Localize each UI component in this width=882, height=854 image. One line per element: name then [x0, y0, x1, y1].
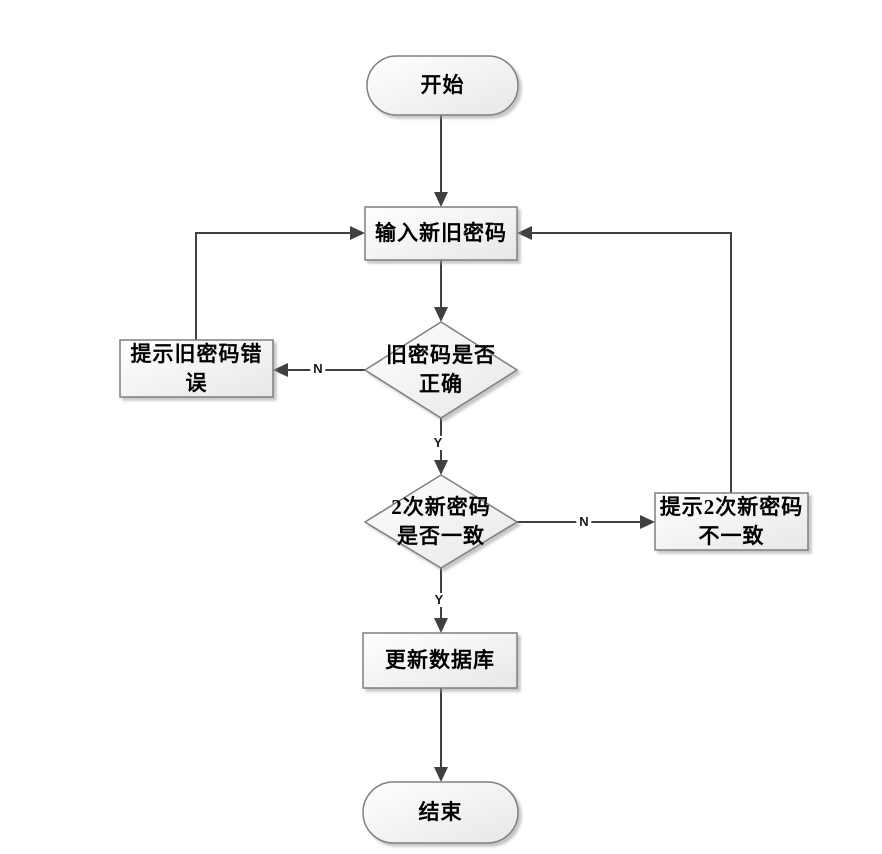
- arrowhead-checkmatch-to-mismatch: [640, 515, 655, 529]
- arrowhead-checkold-to-checkmatch: [434, 460, 448, 475]
- start-terminator-shape: [366, 55, 519, 116]
- arrowhead-start-to-input: [434, 192, 448, 207]
- old-password-error-shape: [119, 339, 274, 398]
- new-password-mismatch-shape: [654, 492, 809, 551]
- arrowhead-checkmatch-to-update: [434, 618, 448, 633]
- edge-olderror-loop-to-input: [195, 232, 350, 340]
- edge-mismatch-loop-to-input: [532, 232, 732, 493]
- arrowhead-checkold-to-olderror: [273, 363, 288, 377]
- input-password-shape: [364, 206, 518, 261]
- update-database-shape: [362, 632, 518, 689]
- end-terminator-shape: [362, 781, 519, 844]
- new-password-match-decision-shape: [363, 474, 519, 569]
- old-password-decision-shape: [363, 321, 519, 419]
- arrowhead-update-to-end: [434, 767, 448, 782]
- arrowhead-input-to-checkold: [434, 307, 448, 322]
- arrowhead-mismatch-loop-to-input: [517, 226, 532, 240]
- arrowhead-olderror-loop-to-input: [350, 226, 365, 240]
